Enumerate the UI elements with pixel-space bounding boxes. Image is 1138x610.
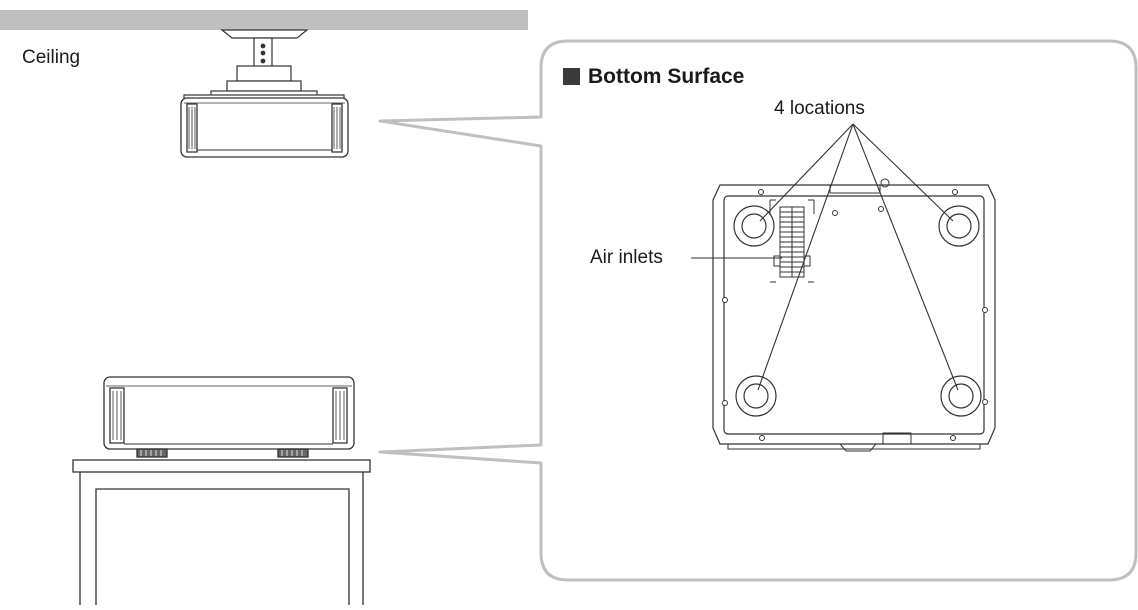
table: [72, 459, 371, 605]
ceiling-bar: [0, 10, 528, 30]
ceiling-label: Ceiling: [22, 47, 81, 68]
ceiling-projector: [180, 97, 349, 158]
air-inlet-grille: [769, 199, 815, 283]
bottom-surface-title: Bottom Surface: [563, 66, 744, 87]
four-locations-label: 4 locations: [774, 98, 865, 119]
foot-locations: [733, 205, 982, 417]
table-projector: [103, 376, 355, 458]
air-inlets-label: Air inlets: [590, 247, 663, 268]
ceiling-mount: [183, 29, 345, 100]
locations-leader-lines: [757, 123, 959, 391]
screw-holes: [722, 189, 988, 441]
bottom-surface-title-text: Bottom Surface: [588, 65, 745, 88]
title-square-icon: [563, 68, 580, 85]
